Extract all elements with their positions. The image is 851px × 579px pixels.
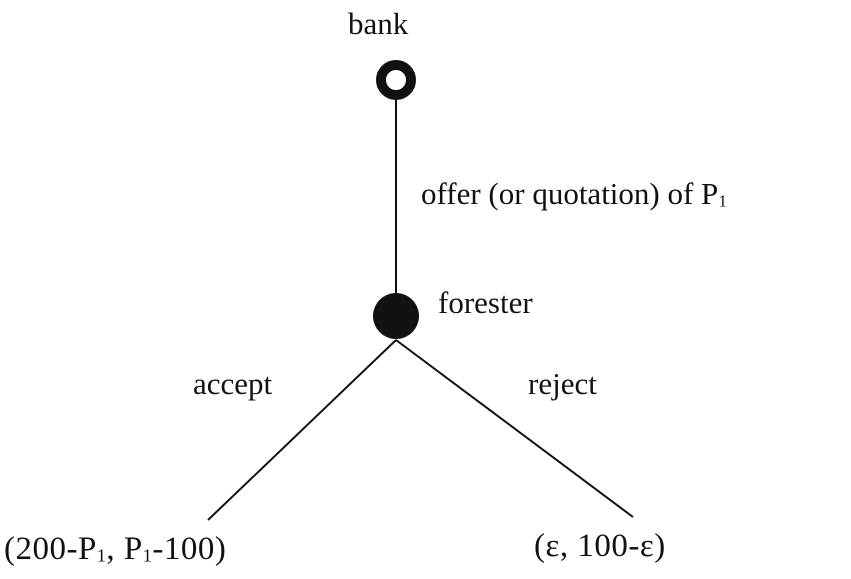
offer-label-subscript: 1 <box>718 191 727 211</box>
forester-label: forester <box>438 285 533 320</box>
bank-node <box>376 60 416 100</box>
offer-label: offer (or quotation) of P1 <box>421 178 727 210</box>
accept-payoff-part-a: (200-P <box>4 531 97 567</box>
reject-payoff: (ε, 100-ε) <box>534 528 666 564</box>
reject-label: reject <box>528 366 597 401</box>
accept-payoff-sub-b: 1 <box>142 545 153 566</box>
bank-label: bank <box>348 6 409 41</box>
offer-label-text: offer (or quotation) of P <box>421 176 719 211</box>
accept-payoff-sub-a: 1 <box>96 545 107 566</box>
reject-edge <box>395 339 634 518</box>
accept-label: accept <box>193 366 273 401</box>
forester-node <box>373 293 419 339</box>
accept-payoff-part-c: -100) <box>152 531 227 567</box>
accept-edge <box>207 339 397 521</box>
accept-payoff: (200-P1, P1-100) <box>4 533 226 566</box>
accept-payoff-part-b: , P <box>106 531 143 567</box>
